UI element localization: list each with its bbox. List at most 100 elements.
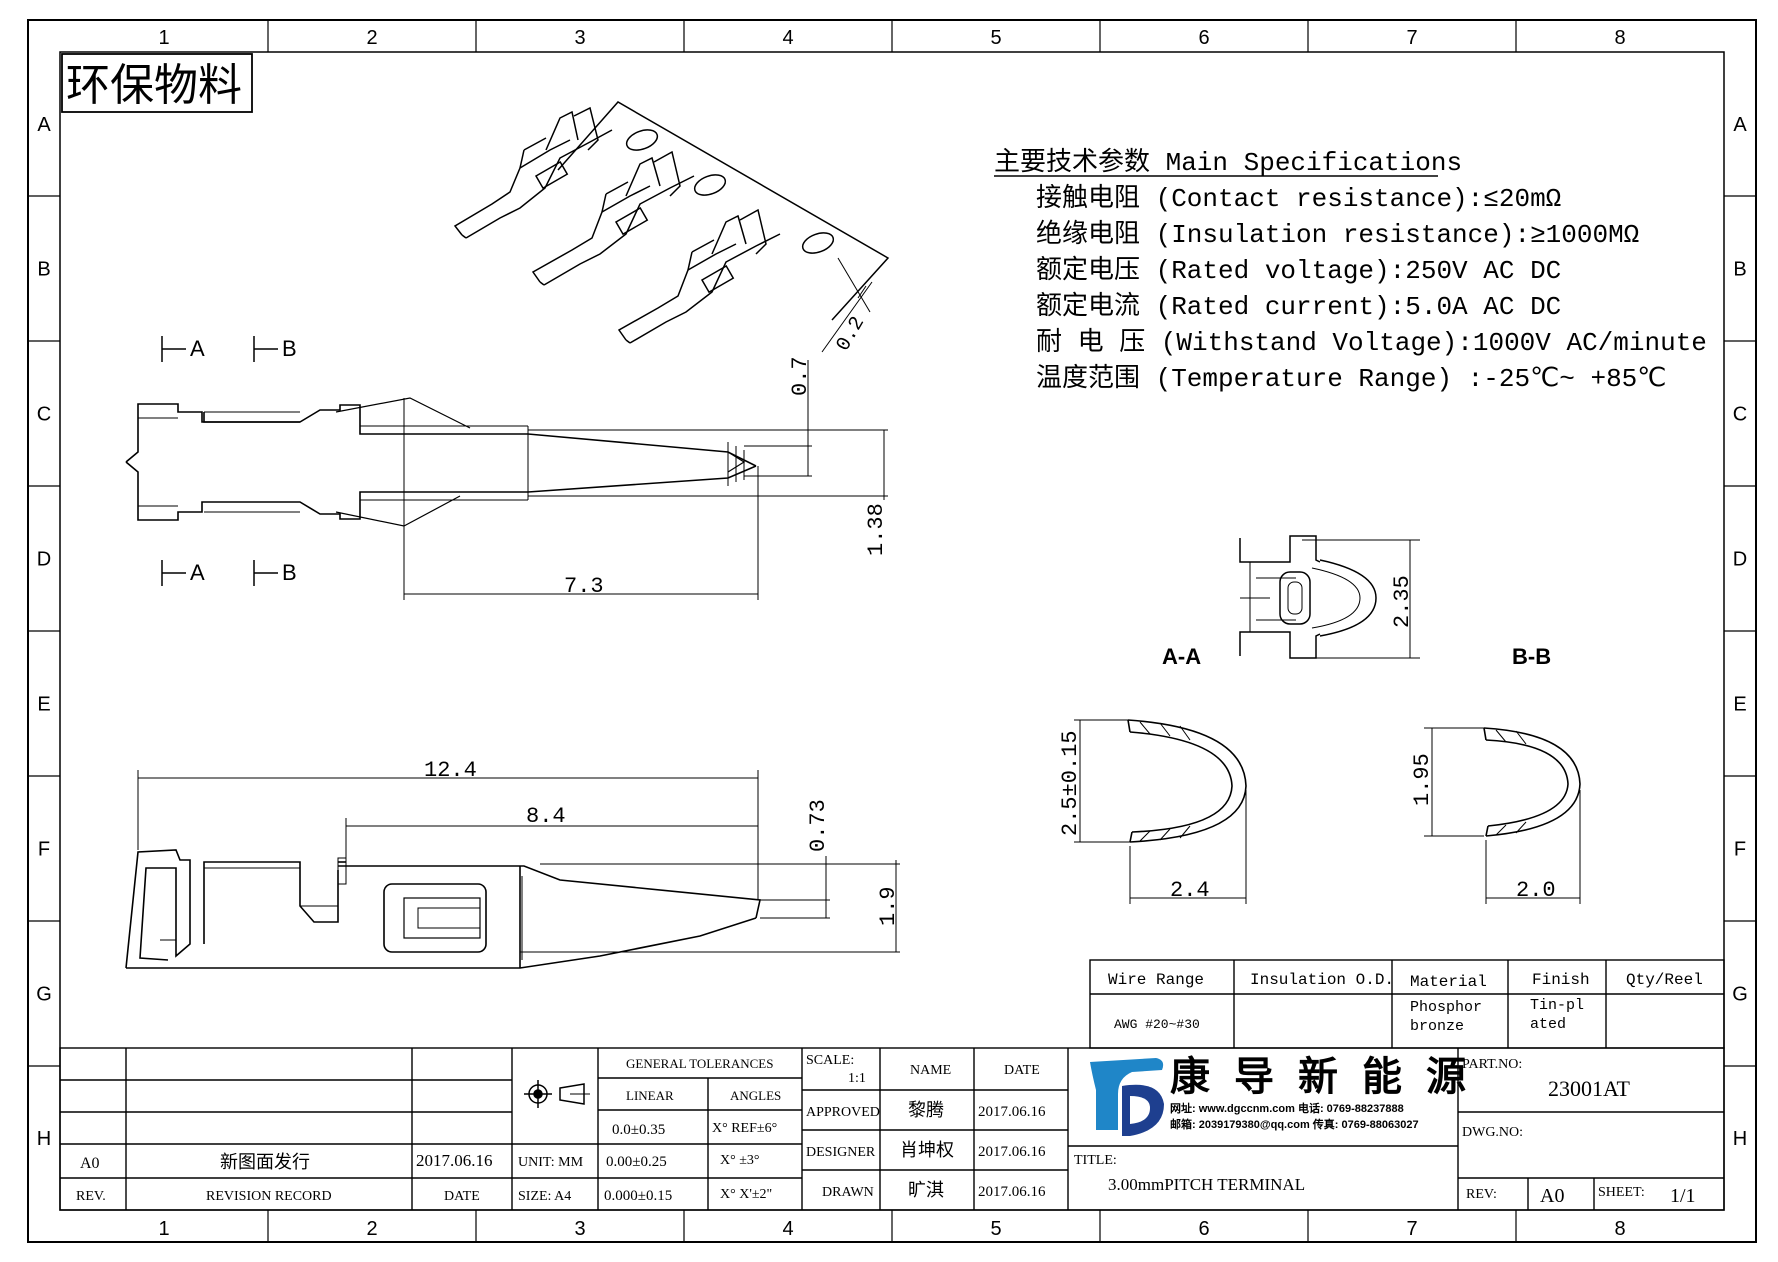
frame-column-label-top: 5 xyxy=(990,27,1001,49)
end-view-dimension xyxy=(1302,539,1420,659)
dim-1-38: 1.38 xyxy=(864,503,889,556)
revision-record: 新图面发行 xyxy=(220,1152,310,1172)
projection-symbol-icon xyxy=(524,1080,590,1108)
frame-column-label-bottom: 3 xyxy=(574,1218,585,1240)
frame-column-label-bottom: 5 xyxy=(990,1218,1001,1240)
frame-row-label-right: H xyxy=(1733,1128,1747,1150)
frame-row-label-left: F xyxy=(38,839,50,861)
tolerances-header: GENERAL TOLERANCES xyxy=(626,1056,773,1071)
dim-7-3: 7.3 xyxy=(564,574,604,599)
frame-row-label-right: C xyxy=(1733,404,1747,426)
name-header: NAME xyxy=(910,1063,951,1078)
section-label-bb: B-B xyxy=(1512,644,1551,669)
spec-temperature-range: 温度范围 (Temperature Range) :-25℃~ +85℃ xyxy=(1036,363,1666,394)
frame-row-label-right: E xyxy=(1733,694,1746,716)
dwg-no-label: DWG.NO: xyxy=(1462,1125,1523,1140)
dim-0-7: 0.7 xyxy=(788,356,813,396)
frame-row-label-right: G xyxy=(1732,984,1748,1006)
spec-withstand-voltage: 耐 电 压 (Withstand Voltage):1000V AC/minut… xyxy=(1036,327,1707,358)
terminal-side-view xyxy=(125,849,761,969)
eco-label: 环保物料 xyxy=(66,60,242,111)
section-mark-b-top: B xyxy=(282,336,297,361)
frame-row-label-right: B xyxy=(1733,259,1746,281)
revision-record-label: REVISION RECORD xyxy=(206,1189,332,1204)
company-name: 康导新能源 xyxy=(1170,1054,1490,1100)
frame-row-label-left: E xyxy=(37,694,50,716)
frame-column-label-top: 6 xyxy=(1198,27,1209,49)
frame-column-label-bottom: 7 xyxy=(1406,1218,1417,1240)
unit-label: UNIT: MM xyxy=(518,1155,584,1170)
frame-column-label-top: 8 xyxy=(1614,27,1625,49)
end-view xyxy=(1239,535,1377,659)
info-material-cell: Phosphor bronze xyxy=(1410,999,1482,1035)
frame-row-label-left: A xyxy=(37,114,51,136)
frame-column-label-bottom: 6 xyxy=(1198,1218,1209,1240)
frame-row-label-left: C xyxy=(37,404,51,426)
tolerance-linear-2: 0.00±0.25 xyxy=(606,1154,667,1170)
revision-rev: A0 xyxy=(80,1155,100,1172)
drawing-title: 3.00mmPITCH TERMINAL xyxy=(1108,1175,1305,1194)
revision-date-label: DATE xyxy=(444,1189,480,1204)
frame-column-label-bottom: 4 xyxy=(782,1218,793,1240)
terminal-top-view xyxy=(125,397,757,527)
section-aa-profile xyxy=(1127,719,1247,843)
frame-row-label-left: D xyxy=(37,549,51,571)
part-no-label: PART.NO: xyxy=(1462,1057,1522,1072)
side-view-dimension-lines xyxy=(137,770,900,953)
info-finish-cell: Tin-plated xyxy=(1530,997,1585,1033)
isometric-terminal-strip xyxy=(453,101,890,353)
tolerance-angle-2: X° ±3° xyxy=(720,1153,760,1168)
info-table xyxy=(1089,959,1725,1049)
title-label: TITLE: xyxy=(1074,1153,1117,1168)
designer-date: 2017.06.16 xyxy=(978,1144,1046,1160)
tolerance-angle-3: X° X'±2" xyxy=(720,1187,772,1202)
dim-2-5: 2.5±0.15 xyxy=(1058,730,1083,836)
designer-label: DESIGNER xyxy=(806,1145,876,1160)
scale-value: 1:1 xyxy=(848,1071,866,1086)
frame-row-label-left: G xyxy=(36,984,52,1006)
frame-row-label-right: A xyxy=(1733,114,1747,136)
tolerance-linear-1: 0.0±0.35 xyxy=(612,1122,665,1138)
company-contact-2: 邮箱: 2039179380@qq.com 传真: 0769-88063027 xyxy=(1170,1117,1419,1131)
frame-column-label-top: 2 xyxy=(366,27,377,49)
main-specifications: 主要技术参数 Main Specifications 接触电阻 (Contact… xyxy=(994,147,1707,394)
dim-1-95: 1.95 xyxy=(1410,753,1435,806)
frame-column-label-bottom: 8 xyxy=(1614,1218,1625,1240)
eco-label-box: 环保物料 xyxy=(61,53,253,113)
frame-column-label-top: 4 xyxy=(782,27,793,49)
frame-zone-marks xyxy=(28,20,1756,1242)
sheet-value: 1/1 xyxy=(1670,1185,1696,1207)
dim-12-4: 12.4 xyxy=(424,758,477,783)
section-bb-dimension-lines xyxy=(1424,727,1581,904)
designer-name: 肖坤权 xyxy=(900,1140,954,1160)
company-logo-icon xyxy=(1090,1058,1164,1136)
rev-label: REV: xyxy=(1466,1187,1497,1202)
dim-0-2: 0.2 xyxy=(832,313,870,356)
size-label: SIZE: A4 xyxy=(518,1189,571,1204)
section-mark-b-bottom: B xyxy=(282,560,297,585)
rev-value: A0 xyxy=(1540,1185,1564,1207)
section-mark-a-bottom: A xyxy=(190,560,205,585)
dim-1-9: 1.9 xyxy=(876,886,901,926)
spec-rated-current: 额定电流 (Rated current):5.0A AC DC xyxy=(1036,291,1561,322)
approved-label: APPROVED xyxy=(806,1105,880,1120)
frame-column-label-top: 1 xyxy=(158,27,169,49)
frame-column-label-bottom: 2 xyxy=(366,1218,377,1240)
frame-row-label-left: B xyxy=(37,259,50,281)
approved-name: 黎腾 xyxy=(908,1100,944,1120)
section-label-aa: A-A xyxy=(1162,644,1201,669)
title-block-grid xyxy=(59,1047,1725,1211)
frame-row-label-left: H xyxy=(37,1128,51,1150)
info-header-insulation: Insulation O.D. xyxy=(1250,971,1394,989)
info-finish: Tin-plated xyxy=(1530,997,1585,1033)
company-contact-1: 网址: www.dgccnm.com 电话: 0769-88237888 xyxy=(1170,1101,1404,1115)
frame-row-label-right: D xyxy=(1733,549,1747,571)
frame-column-label-top: 7 xyxy=(1406,27,1417,49)
revision-date: 2017.06.16 xyxy=(416,1151,493,1170)
info-wire-range: AWG #20~#30 xyxy=(1114,1017,1200,1032)
dim-8-4: 8.4 xyxy=(526,804,566,829)
tolerance-linear-3: 0.000±0.15 xyxy=(604,1188,672,1204)
frame-row-label-right: F xyxy=(1734,839,1746,861)
spec-heading: 主要技术参数 Main Specifications xyxy=(994,147,1462,178)
